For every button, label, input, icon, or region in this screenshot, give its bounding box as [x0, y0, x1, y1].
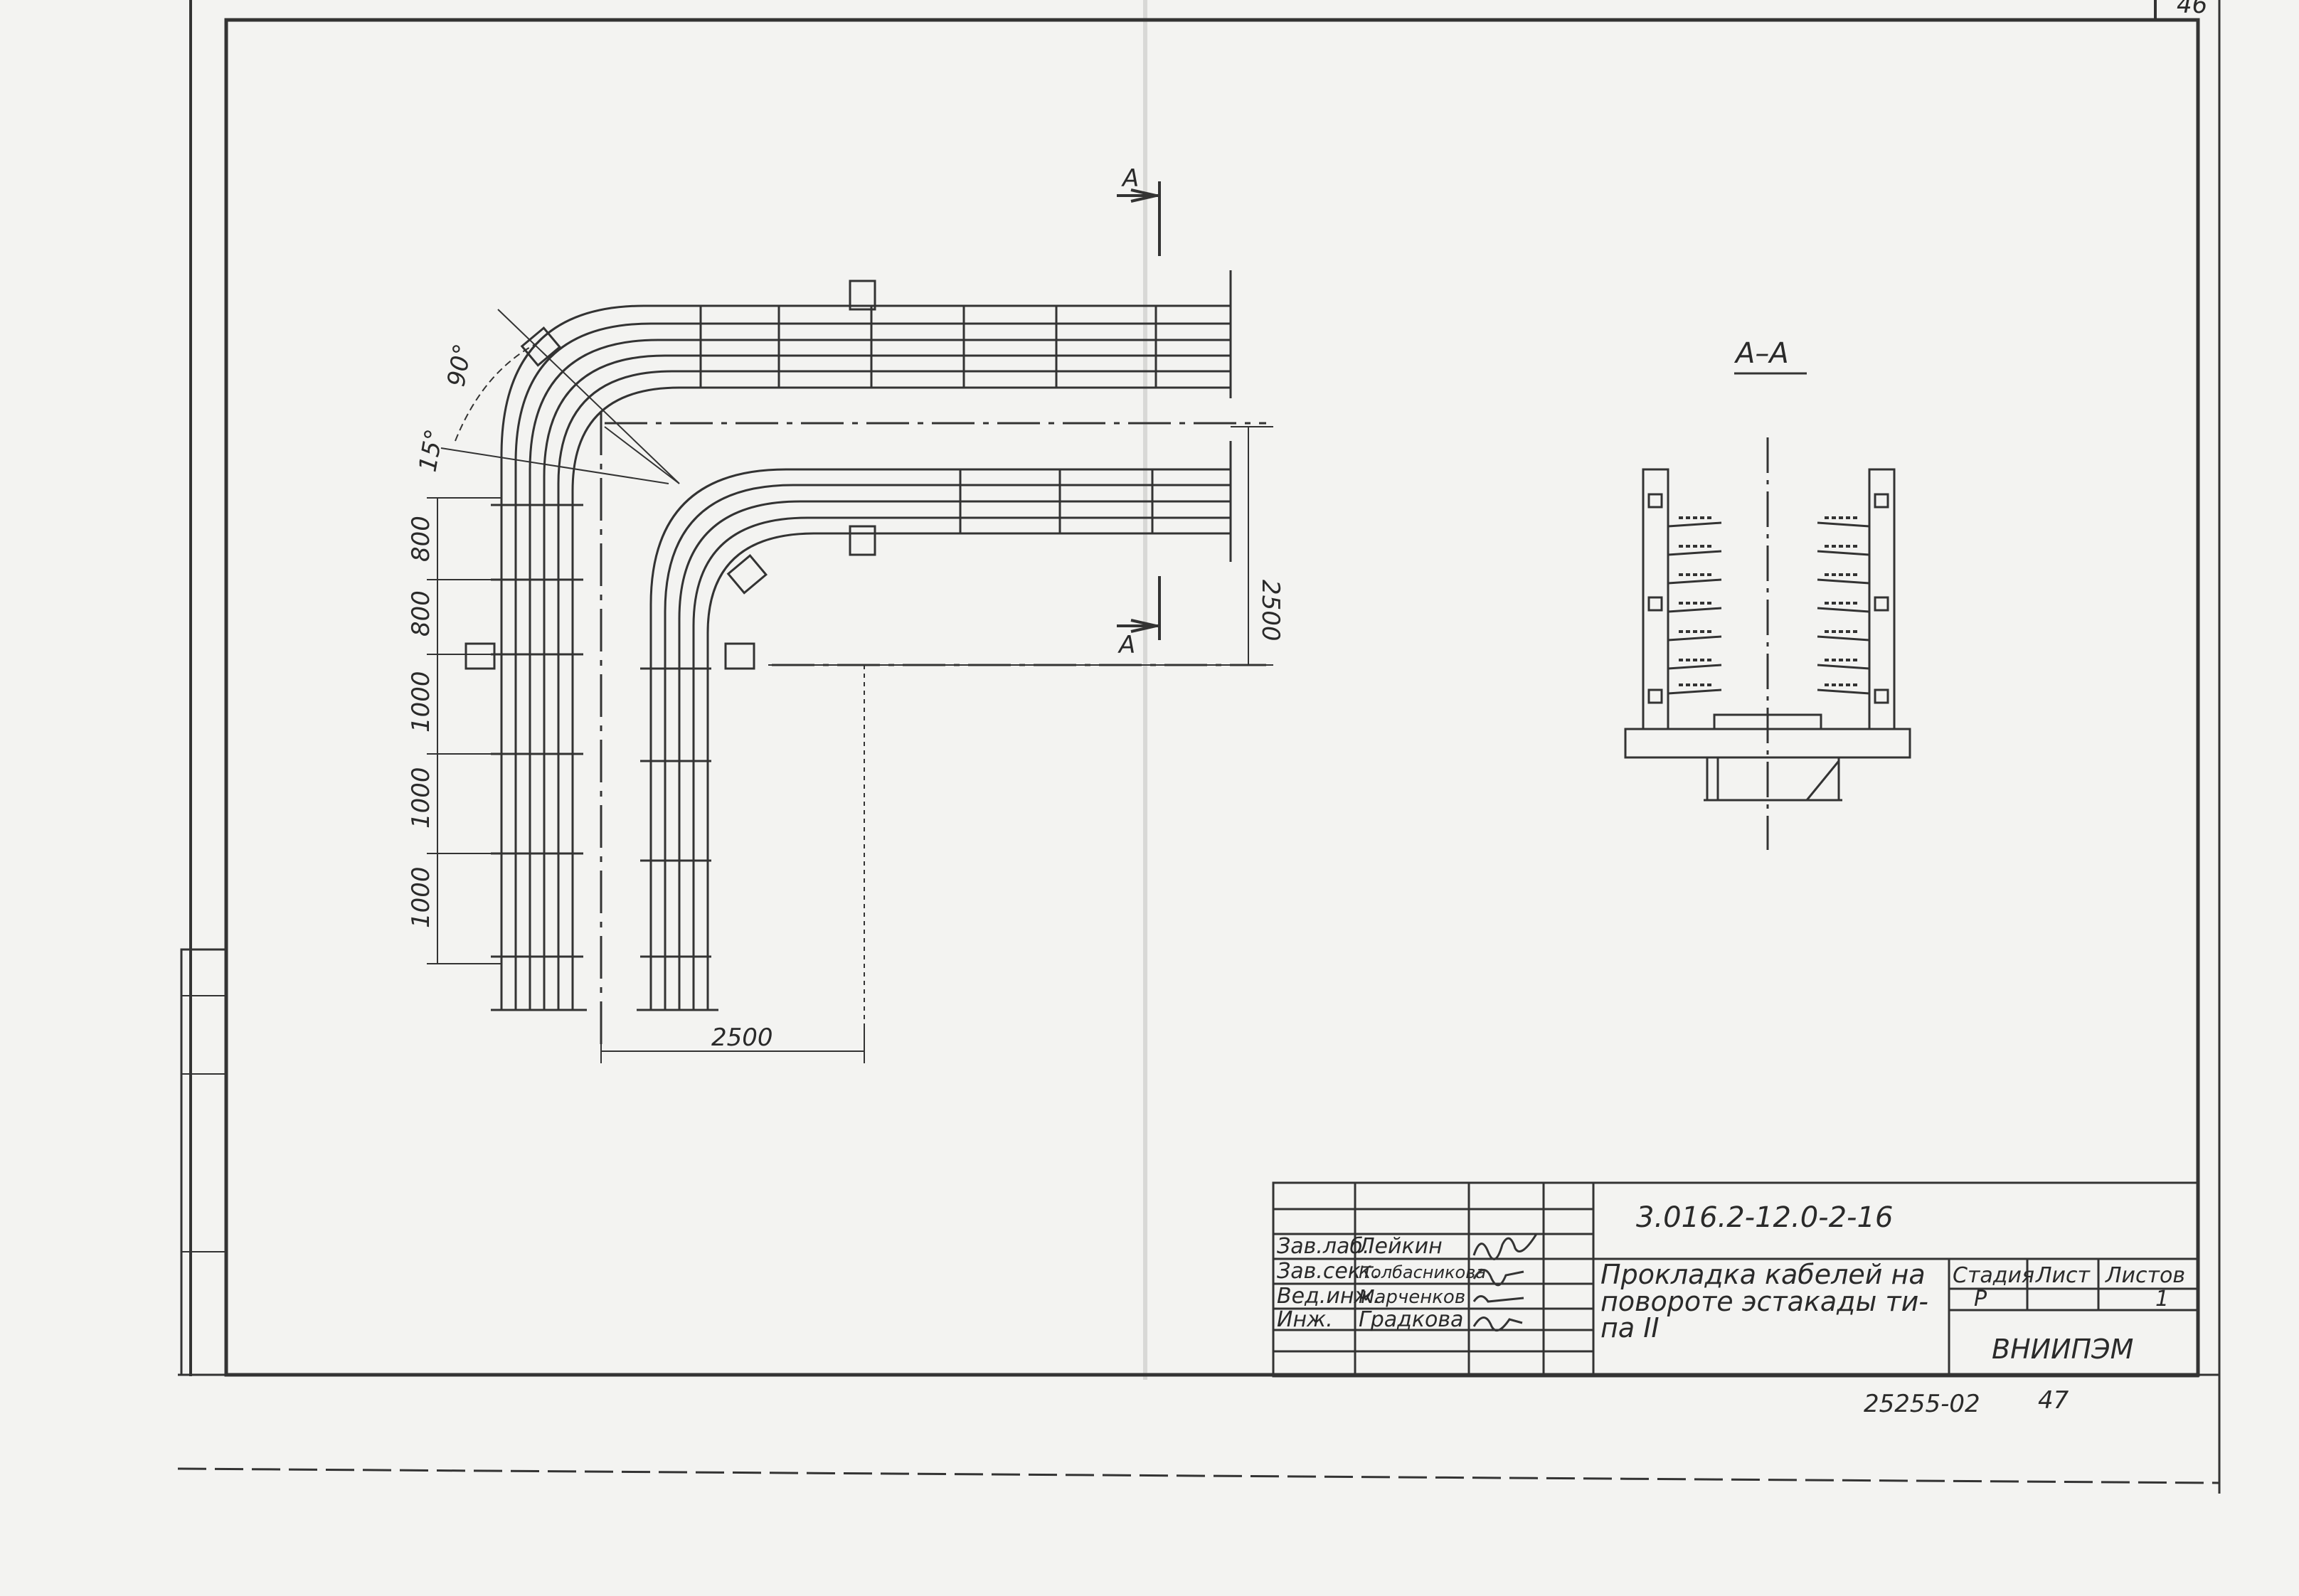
dim-left-3: 1000 — [407, 671, 435, 733]
dim-right: 2500 — [1256, 580, 1285, 642]
title-line-3: па II — [1600, 1312, 1660, 1344]
angle-construction — [440, 309, 680, 484]
shelves-right — [1817, 521, 1870, 695]
dim-left-4: 1000 — [407, 767, 435, 829]
name-1: Лейкин — [1358, 1234, 1443, 1259]
bottom-dimension — [600, 665, 865, 1063]
section-marker-top: А — [1121, 164, 1139, 193]
footer-page: 47 — [2038, 1386, 2069, 1415]
name-3: Марченков — [1359, 1287, 1465, 1308]
document-code: 3.016.2-12.0-2-16 — [1636, 1201, 1893, 1234]
role-2: Зав.сект. — [1277, 1259, 1380, 1284]
organization: ВНИИПЭМ — [1992, 1334, 2133, 1365]
inner-tray — [649, 468, 1231, 1010]
outer-tray-rungs — [491, 504, 583, 958]
plan-view — [427, 181, 1273, 1063]
title-block — [1272, 1181, 2199, 1378]
cables-right — [1825, 516, 1860, 686]
section-cut-bottom — [1117, 576, 1161, 640]
section-view — [1624, 437, 1911, 850]
page-number: 46 — [2177, 0, 2207, 19]
dim-bottom: 2500 — [711, 1023, 773, 1052]
dim-left-2: 800 — [407, 590, 435, 637]
section-marker-bottom: А — [1117, 631, 1135, 659]
post-left — [464, 642, 496, 670]
role-3: Вед.инж. — [1277, 1284, 1380, 1309]
cables-left — [1679, 516, 1714, 686]
dim-left-5: 1000 — [407, 866, 435, 928]
title-line-2: повороте эстакады ти- — [1600, 1286, 1928, 1317]
role-1: Зав.лаб. — [1277, 1234, 1369, 1259]
signatures — [1472, 1233, 1538, 1332]
outer-tray-supports — [699, 306, 1157, 388]
footer-code: 25255-02 — [1864, 1390, 1980, 1418]
name-4: Градкова — [1359, 1307, 1463, 1332]
post-top — [849, 280, 876, 311]
inner-tray-rungs — [640, 469, 1154, 958]
section-cut-top — [1117, 181, 1161, 256]
left-dimension-chain — [427, 497, 501, 964]
sheets-value: 1 — [2155, 1287, 2169, 1312]
role-4: Инж. — [1277, 1307, 1333, 1332]
title-line-1: Прокладка кабелей на — [1600, 1259, 1926, 1290]
col-sheets: Листов — [2105, 1263, 2185, 1288]
section-title: А–А — [1733, 337, 1789, 370]
dim-left-1: 800 — [407, 516, 435, 562]
col-stage: Стадия — [1953, 1263, 2034, 1288]
bend-bracket-inner — [726, 554, 768, 595]
post-inner — [849, 525, 876, 556]
bend-bracket-outer — [520, 326, 562, 367]
break-lines — [491, 270, 1232, 1011]
shelves-left — [1667, 521, 1722, 695]
name-2: Колбасникова — [1359, 1262, 1486, 1282]
col-sheet: Лист — [2035, 1263, 2091, 1288]
right-dimension — [768, 426, 1273, 666]
sheet-frame — [177, 0, 2221, 1494]
stage-value: Р — [1974, 1287, 1987, 1312]
bend-bracket-inner-2 — [724, 642, 755, 670]
